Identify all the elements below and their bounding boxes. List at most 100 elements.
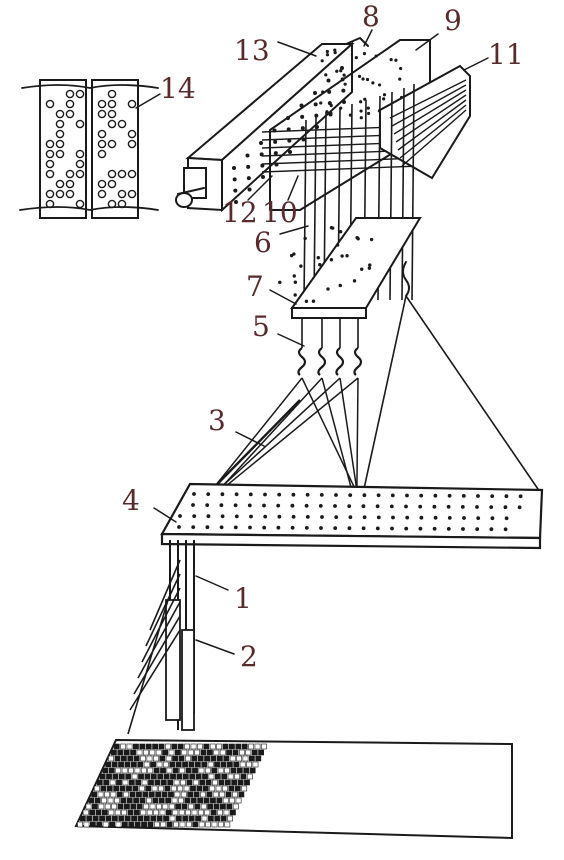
fabric-cell <box>138 785 145 792</box>
fabric-cell <box>241 743 248 750</box>
fabric-cell <box>147 767 154 774</box>
fabric-cell <box>142 791 149 798</box>
fabric-cell <box>152 797 159 804</box>
fabric-cell <box>245 749 252 756</box>
needle-dot <box>320 59 324 63</box>
fabric-cell <box>194 803 201 810</box>
board-dot <box>289 253 294 258</box>
fabric-cell <box>239 761 246 768</box>
fabric-cell <box>241 785 248 792</box>
label-5: 5 <box>252 310 270 343</box>
fabric-cell <box>153 767 160 774</box>
fabric-cell <box>248 743 255 750</box>
fabric-cell <box>113 743 120 750</box>
bottom-board-top <box>290 217 422 309</box>
lingo-weight <box>181 629 195 731</box>
fabric-cell <box>134 809 140 816</box>
fabric-cell <box>169 815 176 822</box>
needle-dot <box>359 116 363 120</box>
fabric-cell <box>156 815 163 822</box>
s-hook <box>317 347 327 376</box>
card-hole <box>75 119 85 129</box>
fabric-cell <box>102 767 109 774</box>
vertical-hook <box>411 83 415 301</box>
leader-14 <box>135 93 161 109</box>
fabric-cell <box>175 749 181 756</box>
fabric-cell <box>141 779 148 786</box>
leader-2 <box>195 639 235 655</box>
card-hole <box>65 89 75 99</box>
fabric-cell <box>122 779 129 786</box>
leader-11 <box>463 57 489 71</box>
fabric-cell <box>158 743 165 750</box>
label-2: 2 <box>240 640 258 673</box>
vertical-hook <box>313 115 317 301</box>
fabric-cell <box>132 785 139 792</box>
comber-hole <box>347 526 352 531</box>
fabric-cell <box>143 761 150 768</box>
cylinder-hole <box>300 126 305 131</box>
leader-7 <box>269 289 297 305</box>
fabric-cell <box>214 761 220 768</box>
fabric-cell <box>133 743 139 750</box>
fabric-cell <box>205 779 212 786</box>
fabric-cell <box>223 809 230 816</box>
fabric-cell <box>105 815 112 822</box>
fabric-cell <box>208 773 215 780</box>
card-hole <box>127 139 137 149</box>
fabric-cell <box>252 761 259 768</box>
card-hole <box>45 199 55 209</box>
card-hole <box>45 159 55 169</box>
warp-thread <box>127 599 169 735</box>
fabric-cell <box>166 767 173 774</box>
fabric-cell <box>204 809 211 816</box>
cylinder-hole <box>326 78 331 83</box>
fabric-cell <box>258 749 264 756</box>
fabric-cell <box>254 743 261 750</box>
card-hole <box>97 129 107 139</box>
fabric-cell <box>194 761 201 768</box>
fabric-cell <box>99 815 105 822</box>
comber-hole <box>447 493 452 498</box>
fabric-cell <box>85 803 92 810</box>
needle-dot <box>389 57 393 62</box>
fabric-cell <box>152 743 159 750</box>
fabric-cell <box>117 749 124 756</box>
fabric-cell <box>153 821 160 828</box>
fabric-cell <box>167 779 174 786</box>
fabric-cell <box>143 749 149 756</box>
fabric-cell <box>89 821 96 828</box>
fabric-cell <box>207 815 214 822</box>
comber-hole <box>405 493 409 498</box>
fabric-cell <box>123 791 130 798</box>
cylinder-hole <box>261 175 265 179</box>
comber-hole <box>262 503 266 508</box>
board-dot <box>368 263 372 267</box>
fabric-cell <box>136 749 143 756</box>
fabric-cell <box>128 821 135 828</box>
comber-hole <box>234 514 239 519</box>
fabric-cell <box>143 803 150 810</box>
cylinder-hole <box>340 66 344 70</box>
leader-3 <box>235 431 265 447</box>
fabric-cell <box>243 767 250 774</box>
comber-hole <box>433 515 438 520</box>
needle-dot <box>398 77 402 81</box>
comber-hole <box>475 527 480 531</box>
card-hole <box>55 109 65 119</box>
fabric-cell <box>195 815 201 822</box>
fabric-cell <box>190 797 197 804</box>
card-hole <box>45 149 55 159</box>
fabric-cell <box>261 743 267 750</box>
fabric-cell <box>178 755 185 762</box>
card-hole <box>97 139 107 149</box>
fabric-cell <box>104 803 111 810</box>
fabric-cell <box>108 755 114 762</box>
comber-hole <box>219 525 224 530</box>
label-6: 6 <box>254 226 272 259</box>
fabric-cell <box>229 743 235 750</box>
fabric-cell <box>140 767 147 774</box>
fabric-cell <box>198 821 205 828</box>
fabric-cell <box>211 821 218 828</box>
comber-hole <box>376 493 381 498</box>
